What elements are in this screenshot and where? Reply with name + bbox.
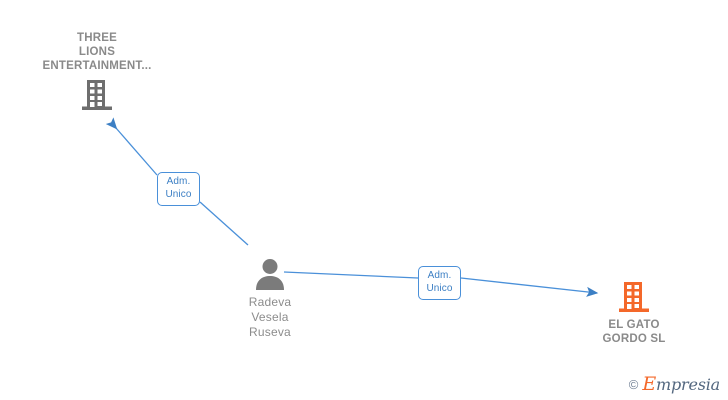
building-icon	[619, 281, 649, 313]
node-radeva-vesela-ruseva[interactable]: Radeva Vesela Ruseva	[195, 258, 345, 340]
node-el-gato-label: EL GATO GORDO SL	[602, 319, 666, 345]
person-icon	[253, 258, 287, 290]
edge-person-to-el-gato-segment-b	[460, 277, 599, 297]
edge-person-to-three-lions-segment-a	[105, 117, 158, 176]
edge-label-adm-unico-el-gato[interactable]: Adm. Unico	[418, 266, 461, 300]
node-three-lions-entertainment[interactable]: THREE LIONS ENTERTAINMENT...	[22, 31, 172, 111]
copyright-icon: ©	[628, 377, 639, 392]
brand-logo-text: Empresia	[642, 375, 720, 394]
edge-person-to-three-lions-segment-b	[199, 201, 249, 246]
node-person-label: Radeva Vesela Ruseva	[248, 295, 292, 339]
edge-label-adm-unico-three-lions[interactable]: Adm. Unico	[157, 172, 200, 206]
edge-person-to-el-gato-segment-a	[283, 271, 419, 279]
brand-initial: E	[642, 373, 656, 395]
node-three-lions-label: THREE LIONS ENTERTAINMENT...	[42, 32, 152, 72]
node-el-gato-gordo-sl[interactable]: EL GATO GORDO SL	[559, 281, 709, 346]
empresia-watermark: © Empresia	[629, 375, 720, 394]
building-icon	[82, 79, 112, 111]
brand-rest: mpresia	[656, 375, 720, 394]
